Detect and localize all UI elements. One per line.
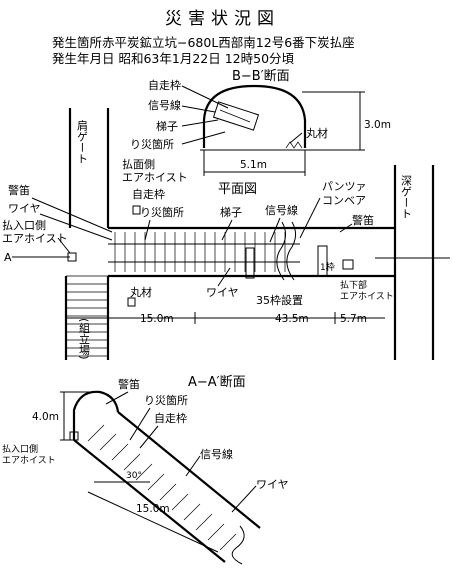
leader-frame: [181, 85, 229, 109]
section-bb-timber: [285, 141, 303, 149]
section-bb-ladder: [212, 101, 260, 131]
section-bb-title: B−B′断面: [232, 69, 290, 84]
entry-hoist-icon: [67, 252, 77, 262]
leader-whistle: [31, 197, 113, 233]
section-bb-hatch: [219, 109, 251, 123]
section-bb: B−B′断面 自走枠 信号線 梯子 り災箇所 丸材 3.0m 5.1m: [130, 69, 391, 176]
point-a: A: [4, 251, 12, 264]
conveyor-post-2: [317, 245, 328, 277]
aa-dim-length: 15.0m: [136, 503, 170, 515]
plan-dim-c: 5.7m: [340, 313, 367, 325]
label-face-hoist-2: エアホイスト: [122, 171, 188, 184]
timber-marker: [127, 297, 136, 307]
label-plan-frame: 自走枠: [132, 187, 165, 201]
aa-angle: 30°: [126, 471, 142, 481]
break-mark-2: [286, 221, 296, 281]
label-shoulder-gate: 肩ゲート: [76, 119, 89, 164]
leader-site: [181, 131, 226, 145]
leader-ladder: [181, 119, 219, 127]
assembly-frames: [66, 275, 108, 357]
label-entry-hoist: 払入口側: [2, 218, 46, 232]
bb-dim-height: 3.0m: [364, 119, 391, 131]
aa-label-entry-hoist: 払入口側: [2, 443, 38, 455]
break-mark-1: [276, 221, 286, 281]
plan-dim-b: 43.5m: [275, 313, 309, 325]
bb-label-frame: 自走枠: [148, 78, 181, 92]
bb-label-timber: 丸材: [306, 126, 328, 140]
label-wire: ワイヤ: [8, 202, 41, 215]
bb-dim-width: 5.1m: [240, 159, 267, 171]
face-frames: [114, 232, 286, 272]
label-timber: 丸材: [130, 285, 152, 299]
leader-wire2: [217, 267, 231, 287]
plan-view: 平面図 肩ゲート 深ゲート 1枠 (組立場) A: [2, 108, 450, 360]
label-face-hoist: 払面側: [122, 157, 155, 171]
leader-timber: [289, 132, 303, 144]
aa-roof-line: [117, 411, 261, 529]
label-panzer-2: コンベア: [322, 194, 366, 207]
aa-label-whistle: 警笛: [118, 377, 140, 391]
label-panzer: パンツァ: [322, 180, 367, 193]
aa-leader-signal: [185, 455, 201, 477]
lower-hoist-icon: [342, 259, 354, 270]
aa-leader-site: [129, 407, 151, 441]
label-plan-site: り災箇所: [140, 205, 184, 219]
leader-wire: [39, 213, 113, 241]
plan-dim-a: 15.0m: [140, 313, 174, 325]
leader-plan-site: [144, 219, 151, 241]
leader-signal: [181, 105, 216, 113]
label-assembly: (組立場): [78, 318, 91, 360]
section-aa: A−A′断面 4.0m 払入口側 エアホイスト 警笛 り災箇所 自走枠 信号線 …: [2, 375, 289, 565]
conveyor-post-1: [245, 247, 255, 279]
label-deep-gate: 深ゲート: [400, 175, 413, 219]
aa-entry-hoist-icon: [69, 431, 79, 441]
leader-plan-signal: [269, 217, 281, 243]
section-bb-arch: [202, 84, 307, 148]
aa-leader-wire: [231, 485, 257, 513]
aa-label-wire: ワイヤ: [256, 478, 289, 491]
face-hoist-icon: [132, 205, 141, 215]
aa-floor-line: [73, 439, 226, 563]
leader-plan-ladder: [221, 219, 233, 241]
aa-label-frame: 自走枠: [154, 411, 187, 425]
label-plan-signal: 信号線: [265, 203, 298, 217]
aa-dim-height: 4.0m: [32, 411, 59, 423]
leader-whistle2: [339, 223, 353, 233]
aa-break-mark: [231, 525, 245, 565]
diagram-title: 災害状況図: [165, 9, 280, 29]
aa-leader-frame: [139, 425, 159, 449]
section-aa-title: A−A′断面: [188, 375, 246, 390]
label-lower-hoist: 払下部: [340, 279, 367, 291]
label-frames: 35枠設置: [256, 293, 303, 307]
aa-leader-whistle: [105, 391, 129, 405]
aa-length-line: [87, 491, 219, 553]
aa-label-signal: 信号線: [200, 447, 233, 461]
frame-tag: 1枠: [320, 261, 335, 273]
location-text: 発生箇所赤平炭鉱立坑−680L西部南12号6番下炭払座: [52, 35, 355, 50]
leader-panzer: [299, 197, 321, 239]
label-plan-ladder: 梯子: [220, 206, 242, 219]
aa-label-entry-hoist-2: エアホイスト: [2, 455, 56, 466]
bb-label-signal: 信号線: [148, 98, 181, 112]
bb-label-site: り災箇所: [130, 137, 174, 151]
aa-frames: [87, 424, 237, 551]
label-lower-hoist-2: エアホイスト: [340, 291, 394, 302]
label-whistle: 警笛: [8, 183, 30, 197]
leader-entry-hoist: [57, 237, 71, 254]
label-whistle2: 警笛: [352, 213, 374, 227]
bb-label-ladder: 梯子: [156, 120, 178, 133]
label-wire2: ワイヤ: [206, 286, 239, 299]
aa-label-site: り災箇所: [144, 393, 188, 407]
label-entry-hoist-2: エアホイスト: [2, 232, 68, 245]
datetime-text: 発生年月日 昭和63年1月22日 12時50分頃: [52, 51, 295, 66]
plan-title: 平面図: [218, 182, 257, 197]
